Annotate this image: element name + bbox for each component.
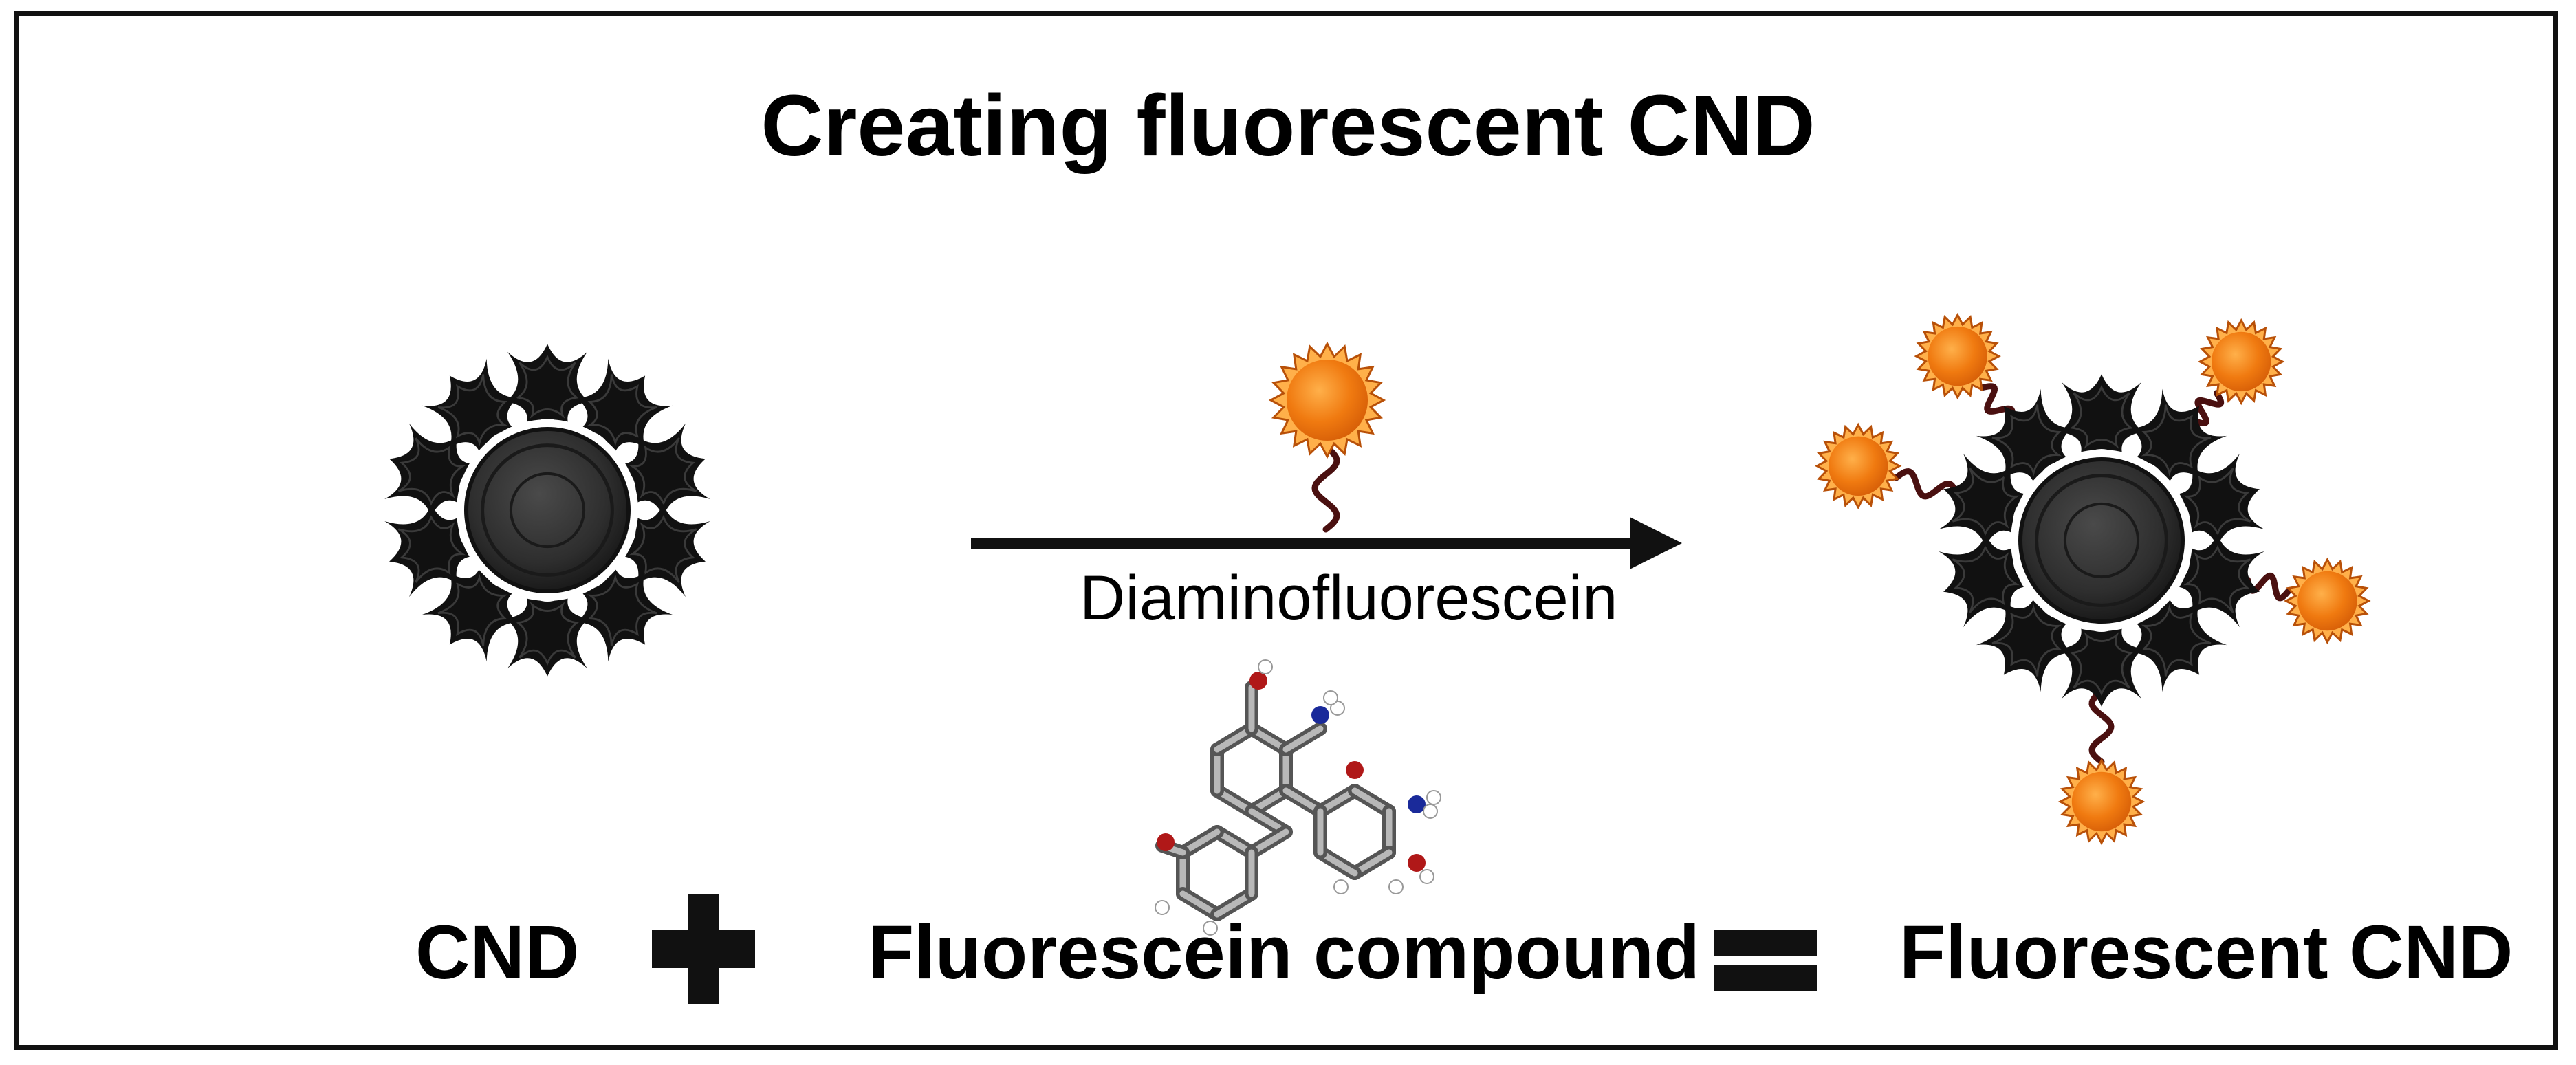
shell-segment <box>2060 374 2143 458</box>
shell-segment <box>577 564 673 662</box>
heteroatom <box>1408 795 1426 813</box>
hydrogen-atom <box>1323 690 1338 705</box>
hydrogen-atom <box>1426 790 1441 805</box>
nanodot-core <box>2018 457 2185 624</box>
fluorophore-burst-icon <box>2057 758 2146 846</box>
shell-segment <box>505 593 589 677</box>
hydrogen-atom <box>1333 879 1349 894</box>
fluorophore-burst-icon <box>2284 557 2371 645</box>
linker <box>1311 443 1340 533</box>
compound-label: Fluorescein compound <box>868 910 1701 995</box>
equals-icon <box>1714 930 1817 991</box>
shell-segment <box>2173 453 2264 547</box>
shell-segment <box>2131 594 2227 692</box>
shell-segment <box>2060 623 2143 707</box>
reactant-label: CND <box>415 910 580 995</box>
shell-segment <box>384 503 476 597</box>
hydrogen-atom <box>1423 804 1438 819</box>
shell-segment <box>2131 388 2227 487</box>
shell-segment <box>422 358 518 457</box>
molecule-model-icon <box>1155 659 1441 936</box>
linker <box>2191 390 2225 426</box>
fluorophore-burst-icon <box>1268 341 1386 533</box>
heteroatom <box>1346 761 1364 779</box>
fluorescent-carbon-nanodot-icon <box>1815 312 2371 846</box>
hydrogen-atom <box>1258 659 1273 674</box>
heteroatom <box>1408 854 1426 872</box>
shell-segment <box>384 423 476 517</box>
fluorophore-burst-icon <box>1268 341 1386 459</box>
reaction-arrow-icon <box>971 517 1682 569</box>
heteroatom <box>1311 706 1329 724</box>
plus-icon <box>652 894 755 1004</box>
product-label: Fluorescent CND <box>1899 910 2513 995</box>
shell-segment <box>505 344 589 428</box>
heteroatom <box>1249 672 1267 690</box>
shell-segment <box>1976 594 2072 692</box>
fluorophore-burst-icon <box>1815 422 1902 509</box>
linker <box>1978 383 2016 425</box>
hydrogen-atom <box>1330 701 1345 716</box>
hydrogen-atom <box>1388 879 1404 894</box>
shell-segment <box>619 503 710 597</box>
hydrogen-atom <box>1203 921 1218 936</box>
shell-segment <box>1939 534 2030 628</box>
shell-segment <box>1939 453 2030 547</box>
hydrogen-atom <box>1419 869 1434 884</box>
linker <box>1893 468 1961 500</box>
shell-segment <box>422 564 518 662</box>
heteroatom <box>1157 833 1175 851</box>
shell-segment <box>619 423 710 517</box>
shell-segment <box>577 358 673 457</box>
reagent-label: Diaminofluorescein <box>1080 563 1618 633</box>
fluorophore-burst-icon <box>1914 312 2001 400</box>
hydrogen-atom <box>1155 900 1170 915</box>
fluorophore-burst-icon <box>2198 318 2285 406</box>
shell-segment <box>2173 534 2264 628</box>
diagram-title: Creating fluorescent CND <box>761 77 1815 174</box>
carbon-nanodot-icon <box>384 344 710 677</box>
shell-segment <box>1976 388 2072 487</box>
nanodot-core <box>464 427 631 593</box>
linker <box>2088 688 2115 765</box>
